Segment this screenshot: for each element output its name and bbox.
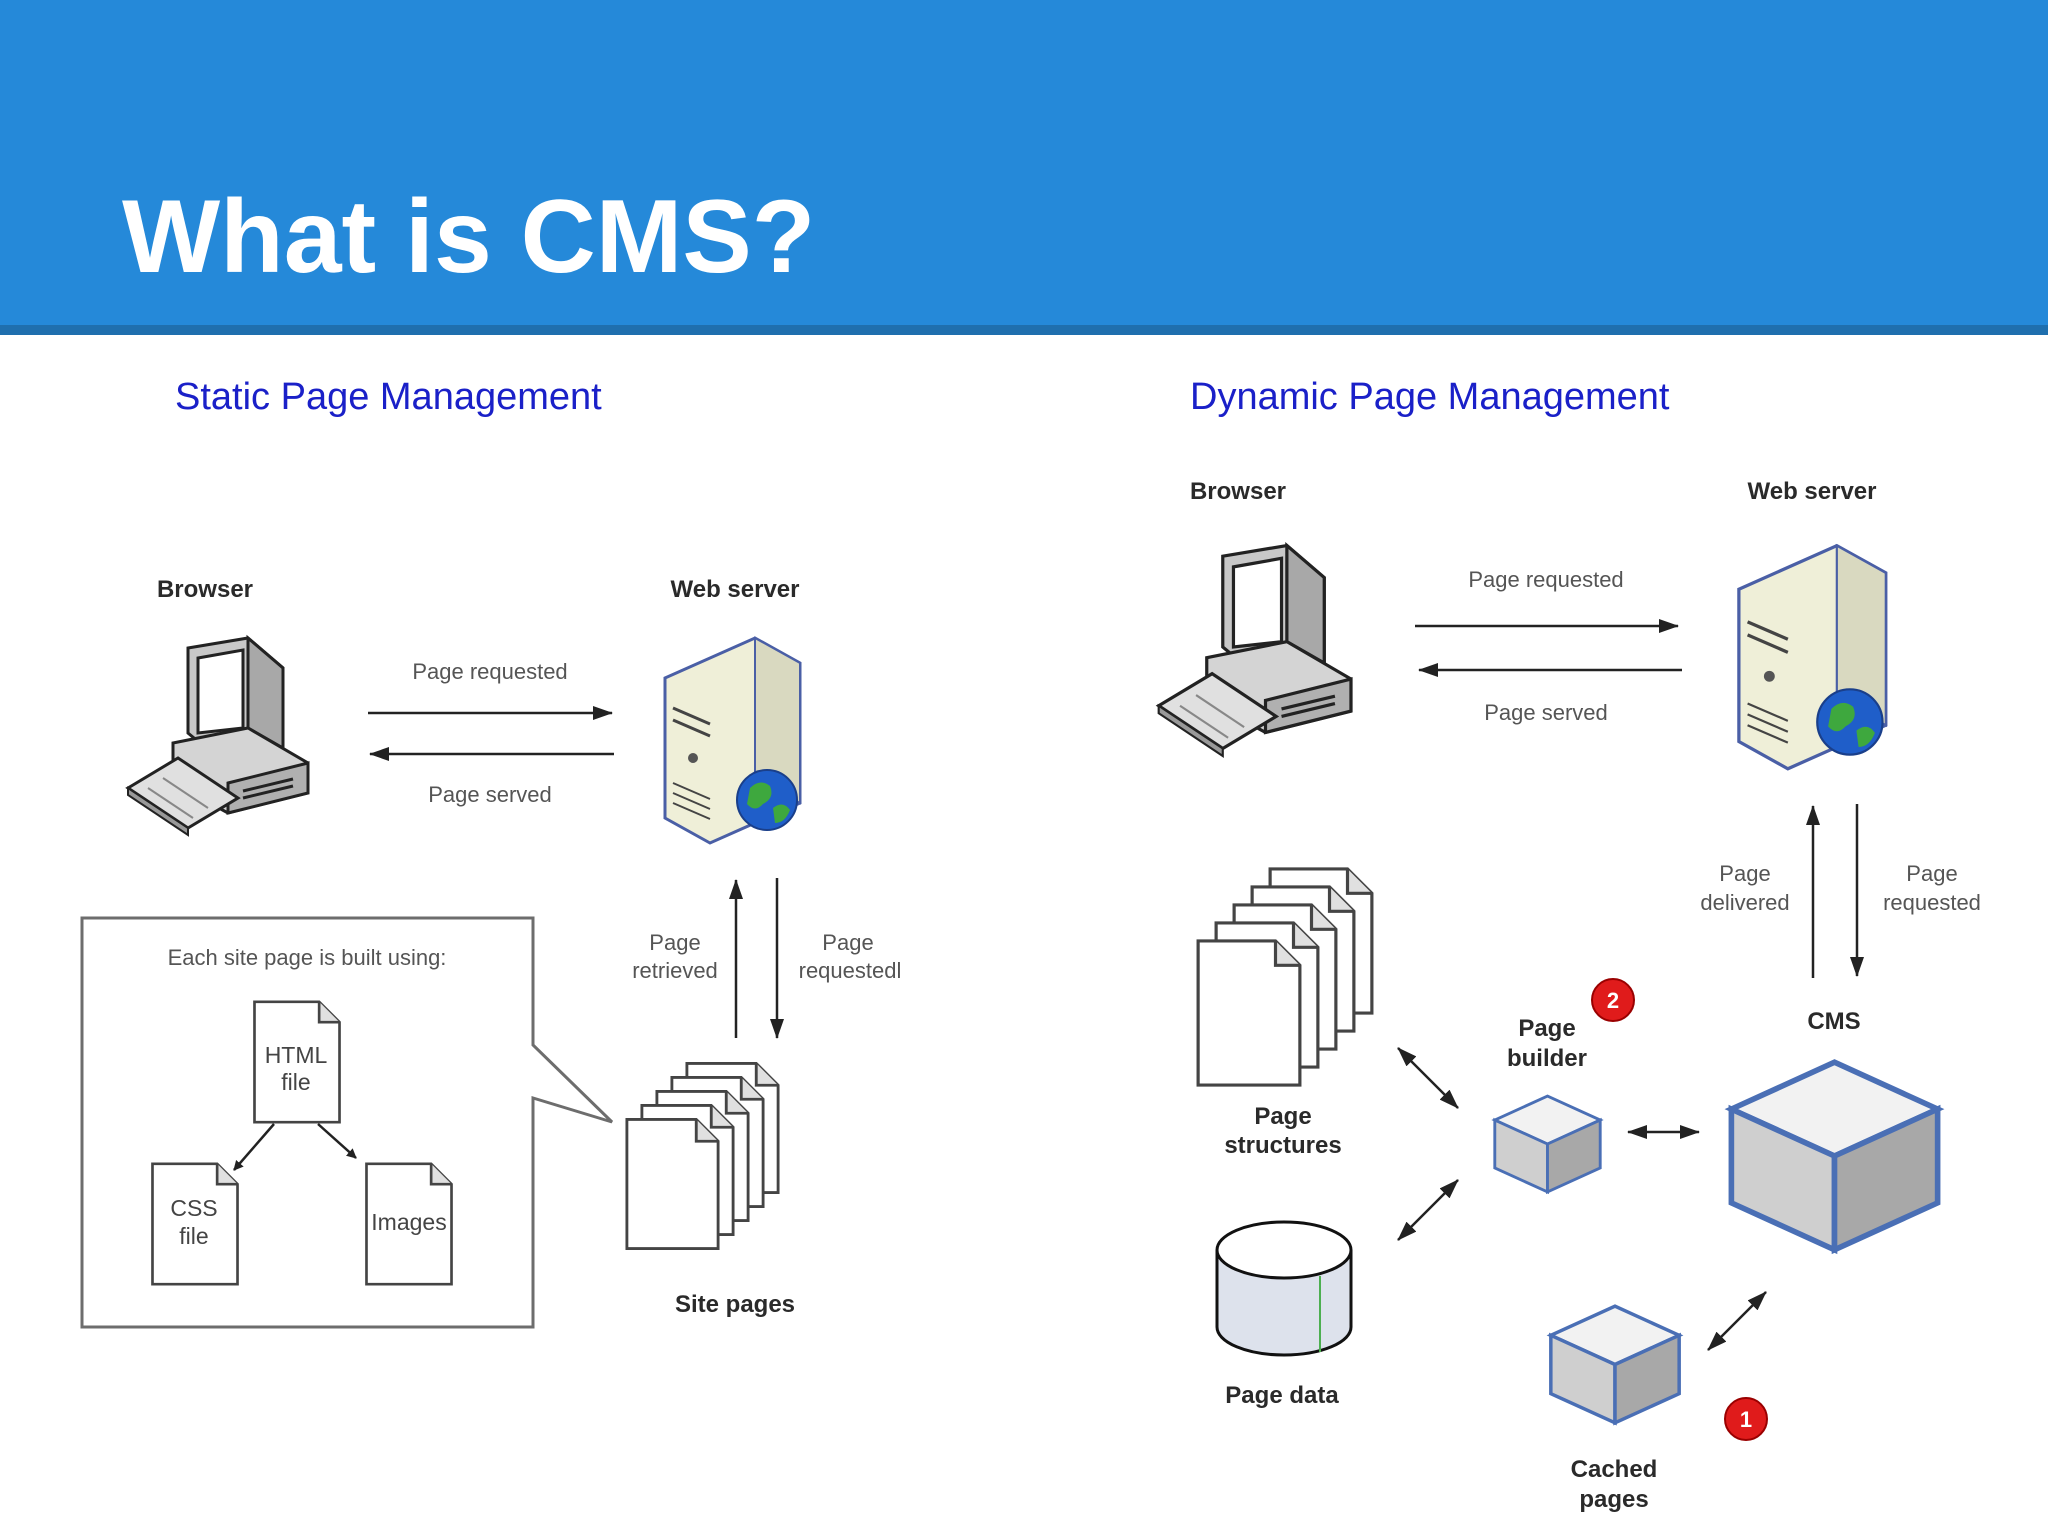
page-builder-cube-icon <box>1493 1094 1602 1194</box>
cached-pages-label-1: Cached <box>1571 1456 1658 1483</box>
page-data-database-icon <box>1215 1220 1353 1357</box>
css-file-label-1: CSS <box>170 1195 217 1221</box>
structures-builder-arrow <box>1397 1047 1459 1109</box>
static-page-requested-label: Page requested <box>412 659 567 684</box>
page-structures-stack-icon <box>1196 867 1374 1087</box>
static-browser-computer-icon <box>126 636 310 837</box>
static-browser-label: Browser <box>157 576 253 603</box>
dynamic-browser-computer-icon <box>1156 543 1353 758</box>
step-2-badge <box>1591 978 1635 1022</box>
dynamic-page-requested-down-2: requested <box>1883 890 1981 915</box>
dynamic-page-requested-label: Page requested <box>1468 567 1623 592</box>
cms-cube-icon <box>1731 1062 1937 1250</box>
dynamic-page-delivered-1: Page <box>1719 861 1770 886</box>
dynamic-webserver-icon <box>1737 544 1888 771</box>
html-to-css-arrow <box>233 1123 275 1171</box>
slide-title: What is CMS? <box>122 179 816 295</box>
dynamic-heading: Dynamic Page Management <box>1190 376 1670 418</box>
callout-text: Each site page is built using: <box>168 945 447 970</box>
step-2-badge-text: 2 <box>1607 988 1619 1013</box>
page-builder-label-1: Page <box>1518 1015 1575 1042</box>
html-to-images-arrow <box>317 1123 357 1159</box>
html-file-label-1: HTML <box>265 1042 328 1068</box>
dynamic-browser-label: Browser <box>1190 478 1286 505</box>
static-page-served-label: Page served <box>428 782 552 807</box>
page-builder-label-2: builder <box>1507 1045 1587 1072</box>
page-data-label: Page data <box>1225 1382 1339 1409</box>
images-label: Images <box>371 1209 446 1235</box>
title-bar: What is CMS? <box>0 0 2048 335</box>
static-page-retrieved-2: retrieved <box>632 958 718 983</box>
dynamic-page-requested-down-1: Page <box>1906 861 1957 886</box>
css-file-label-2: file <box>179 1223 208 1249</box>
cached-cms-arrow <box>1707 1291 1767 1351</box>
static-page-requested-down-2: requestedl <box>799 958 902 983</box>
cached-pages-label-2: pages <box>1579 1486 1648 1513</box>
dynamic-webserver-label: Web server <box>1748 478 1877 505</box>
step-1-badge-text: 1 <box>1740 1407 1752 1432</box>
site-pages-label: Site pages <box>675 1291 795 1318</box>
step-1-badge <box>1724 1397 1768 1441</box>
html-file-label-2: file <box>281 1069 310 1095</box>
static-page-retrieved-1: Page <box>649 930 700 955</box>
site-pages-stack-icon <box>625 1061 780 1251</box>
cms-label: CMS <box>1807 1008 1860 1035</box>
page-structures-label-1: Page <box>1254 1103 1311 1130</box>
dynamic-page-delivered-2: delivered <box>1700 890 1789 915</box>
static-heading: Static Page Management <box>175 376 602 418</box>
cached-pages-cube-icon <box>1548 1304 1682 1425</box>
static-webserver-label: Web server <box>671 576 800 603</box>
data-builder-arrow <box>1397 1179 1459 1241</box>
static-page-requested-down-1: Page <box>822 930 873 955</box>
page-structures-label-2: structures <box>1224 1132 1341 1159</box>
dynamic-page-served-label: Page served <box>1484 700 1608 725</box>
static-webserver-icon <box>663 636 802 845</box>
